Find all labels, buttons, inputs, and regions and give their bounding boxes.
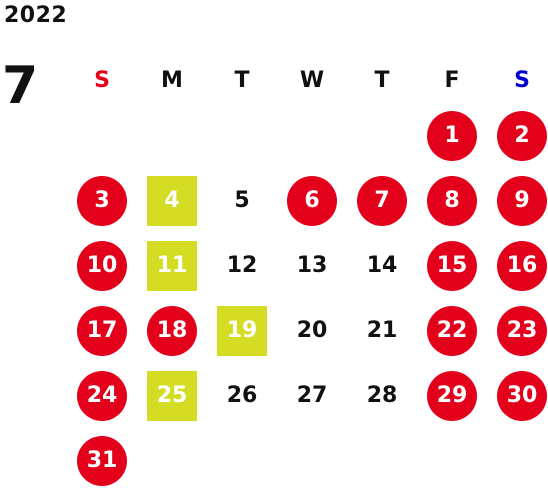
- holiday-day: 16: [497, 240, 547, 291]
- calendar-cell: 1: [417, 103, 487, 168]
- holiday-day: 6: [287, 175, 337, 226]
- calendar-cell: 7: [347, 168, 417, 233]
- holiday-day: 8: [427, 175, 477, 226]
- calendar-cell: [417, 428, 487, 493]
- calendar-cell: 5: [207, 168, 277, 233]
- calendar-week-row: 10 11 12 13 14 15 16: [67, 233, 548, 298]
- holiday-day: 24: [77, 370, 127, 421]
- calendar-cell: 4: [137, 168, 207, 233]
- calendar-week-row: 17 18 19 20 21 22 23: [67, 298, 548, 363]
- calendar-cell: 2: [487, 103, 548, 168]
- calendar-cell: 16: [487, 233, 548, 298]
- calendar-cell: 23: [487, 298, 548, 363]
- calendar-cell: 25: [137, 363, 207, 428]
- calendar-cell: 17: [67, 298, 137, 363]
- holiday-day: 31: [77, 435, 127, 486]
- holiday-day: 2: [497, 110, 547, 161]
- calendar-cell: [207, 428, 277, 493]
- holiday-day: 30: [497, 370, 547, 421]
- calendar-cell: 27: [277, 363, 347, 428]
- calendar-cell: [487, 428, 548, 493]
- weekday-header: M: [161, 68, 183, 93]
- calendar-cell: 14: [347, 233, 417, 298]
- calendar-cell: 24: [67, 363, 137, 428]
- calendar-cell: 15: [417, 233, 487, 298]
- holiday-day: 1: [427, 110, 477, 161]
- holiday-day: 23: [497, 305, 547, 356]
- calendar-cell: 9: [487, 168, 548, 233]
- calendar-cell: 19: [207, 298, 277, 363]
- calendar-cell: [137, 103, 207, 168]
- holiday-day: 7: [357, 175, 407, 226]
- weekday-header: F: [444, 68, 460, 93]
- calendar-cell: [207, 103, 277, 168]
- event-day: 25: [147, 370, 197, 421]
- calendar-day: 27: [296, 383, 328, 408]
- calendar-cell: 6: [277, 168, 347, 233]
- calendar-cell: 29: [417, 363, 487, 428]
- holiday-day: 9: [497, 175, 547, 226]
- calendar-cell: 28: [347, 363, 417, 428]
- calendar-cell: 10: [67, 233, 137, 298]
- event-day: 4: [147, 175, 197, 226]
- calendar-cell: [137, 428, 207, 493]
- calendar-day: 5: [234, 188, 250, 213]
- event-day: 19: [217, 305, 267, 356]
- calendar-day: 28: [366, 383, 398, 408]
- calendar-cell: 12: [207, 233, 277, 298]
- calendar-cell: [67, 103, 137, 168]
- calendar-cell: 8: [417, 168, 487, 233]
- calendar-cell: 31: [67, 428, 137, 493]
- weekday-header: T: [374, 68, 390, 93]
- calendar-week-row: 31: [67, 428, 548, 493]
- calendar-cell: [277, 428, 347, 493]
- calendar-cell: [347, 428, 417, 493]
- calendar-day: 14: [366, 253, 398, 278]
- calendar-cell: [277, 103, 347, 168]
- holiday-day: 29: [427, 370, 477, 421]
- month-label: 7: [2, 56, 39, 116]
- calendar-cell: 18: [137, 298, 207, 363]
- holiday-day: 3: [77, 175, 127, 226]
- calendar-cell: [347, 103, 417, 168]
- calendar-cell: 26: [207, 363, 277, 428]
- calendar-day: 13: [296, 253, 328, 278]
- holiday-day: 18: [147, 305, 197, 356]
- calendar-day: 12: [226, 253, 258, 278]
- weekday-header: W: [299, 68, 325, 93]
- calendar-cell: 3: [67, 168, 137, 233]
- calendar-cell: 21: [347, 298, 417, 363]
- weekday-header: S: [514, 68, 530, 93]
- calendar-day: 26: [226, 383, 258, 408]
- holiday-day: 15: [427, 240, 477, 291]
- calendar-cell: 13: [277, 233, 347, 298]
- event-day: 11: [147, 240, 197, 291]
- holiday-day: 10: [77, 240, 127, 291]
- weekday-header: S: [94, 68, 110, 93]
- holiday-day: 22: [427, 305, 477, 356]
- holiday-day: 17: [77, 305, 127, 356]
- calendar-cell: 11: [137, 233, 207, 298]
- calendar-cell: 20: [277, 298, 347, 363]
- calendar-cell: 22: [417, 298, 487, 363]
- weekday-header: T: [234, 68, 250, 93]
- calendar-day: 21: [366, 318, 398, 343]
- calendar-week-row: 24 25 26 27 28 29 30: [67, 363, 548, 428]
- calendar-day: 20: [296, 318, 328, 343]
- calendar-cell: 30: [487, 363, 548, 428]
- year-label: 2022: [4, 3, 68, 28]
